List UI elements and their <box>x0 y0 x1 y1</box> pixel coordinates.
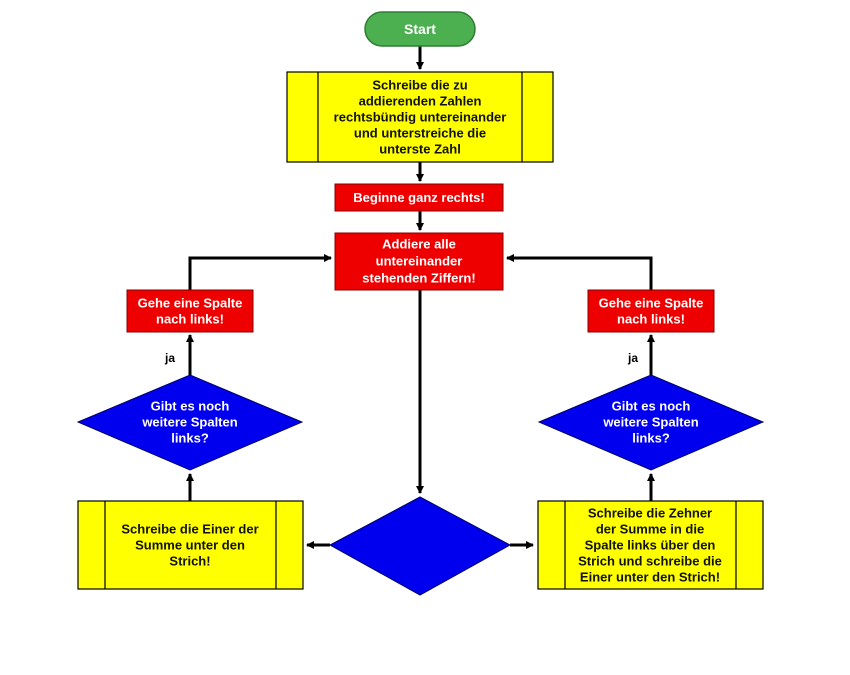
center-decision-node <box>328 496 512 596</box>
arrow-left-move-to-add <box>188 254 332 290</box>
text-line: Gehe eine Spalte <box>599 296 704 311</box>
begin-right-label: Beginne ganz rechts! <box>353 190 484 205</box>
text-line: links? <box>632 431 670 446</box>
text-line: Summe unter den <box>135 538 245 553</box>
text-line: Addiere alle <box>382 237 456 252</box>
begin-right-node: Beginne ganz rechts! <box>334 183 504 212</box>
text-line: Einer unter den Strich! <box>580 570 720 585</box>
text-line: unterste Zahl <box>379 142 461 157</box>
text-line: weitere Spalten <box>602 415 698 430</box>
text-line: Schreibe die zu <box>372 78 467 93</box>
text-line: Gibt es noch <box>612 399 691 414</box>
text-line: weitere Spalten <box>141 415 237 430</box>
text-line: der Summe in die <box>596 522 704 537</box>
text-line: Strich und schreibe die <box>578 554 722 569</box>
text-line: Schreibe die Zehner <box>588 506 712 521</box>
add-digits-node: Addiere alle untereinander stehenden Ziffe… <box>334 232 504 291</box>
text-line: Schreibe die Einer der <box>121 522 258 537</box>
arrow-right-move-to-add <box>506 254 653 290</box>
right-yes-label: ja <box>627 351 638 365</box>
text-line: links? <box>171 431 209 446</box>
start-node: Start <box>364 11 476 47</box>
text-line: Gibt es noch <box>151 399 230 414</box>
connectors <box>186 46 655 549</box>
text-line: Strich! <box>169 554 210 569</box>
start-label: Start <box>404 21 436 37</box>
text-line: stehenden Ziffern! <box>362 271 475 286</box>
text-line: Gehe eine Spalte <box>138 296 243 311</box>
text-line: und unterstreiche die <box>354 126 486 141</box>
text-line: nach links! <box>156 312 224 327</box>
text-line: rechtsbündig untereinander <box>334 110 507 125</box>
text-line: nach links! <box>617 312 685 327</box>
add-digits-text: Addiere alle untereinander stehenden Ziffe… <box>362 237 475 286</box>
left-yes-label: ja <box>164 351 175 365</box>
text-line: addierenden Zahlen <box>359 94 482 109</box>
text-line: untereinander <box>376 254 463 269</box>
text-line: Spalte links über den <box>585 538 716 553</box>
